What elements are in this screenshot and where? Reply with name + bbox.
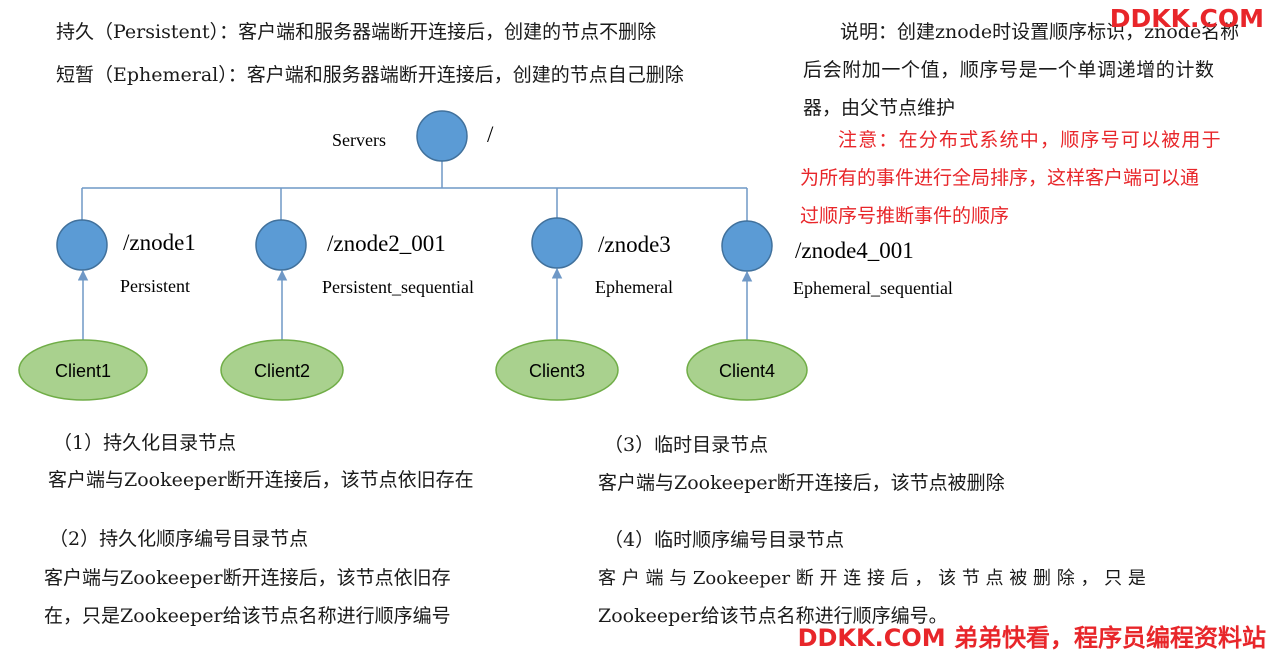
znode-3-type: Ephemeral (595, 277, 673, 297)
client-4-label: Client4 (719, 361, 775, 381)
client-4-ellipse (686, 339, 808, 401)
znode-1: /znode1 Persistent (56, 219, 196, 296)
znode-3-circle (531, 217, 583, 269)
persistent-definition: 持久（Persistent）：客户端和服务器端断开连接后，创建的节点不删除 (56, 21, 657, 43)
client-2-ellipse (220, 339, 344, 401)
section-3-heading: （3）临时目录节点 (604, 434, 769, 456)
znode-2-type: Persistent_sequential (322, 277, 474, 297)
warning-line-3: 过顺序号推断事件的顺序 (800, 205, 1010, 227)
client-3-label: Client3 (529, 361, 585, 381)
watermark-top: DDKK.COM (1109, 4, 1264, 33)
znode-2-path: /znode2_001 (327, 231, 446, 256)
client-2-label: Client2 (254, 361, 310, 381)
client-2: Client2 (220, 339, 344, 401)
warning-line-2: 为所有的事件进行全局排序，这样客户端可以通 (800, 167, 1200, 189)
section-2-line-1: 客户端与Zookeeper断开连接后，该节点依旧存 (44, 567, 451, 589)
client-4: Client4 (686, 339, 808, 401)
znode-3: /znode3 Ephemeral (531, 217, 673, 297)
section-2-heading: （2）持久化顺序编号目录节点 (49, 528, 309, 550)
tree-connectors (81, 161, 748, 221)
section-4-line-2: Zookeeper给该节点名称进行顺序编号。 (598, 605, 948, 627)
znode-4: /znode4_001 Ephemeral_sequential (721, 220, 953, 298)
znode-1-type: Persistent (120, 276, 190, 296)
znode-3-path: /znode3 (598, 232, 671, 257)
root-path: / (487, 122, 494, 147)
section-4-heading: （4）临时顺序编号目录节点 (604, 529, 845, 551)
znode-1-path: /znode1 (123, 230, 196, 255)
client-1: Client1 (18, 339, 148, 401)
warning-line-1: 注意：在分布式系统中，顺序号可以被用于 (838, 129, 1222, 151)
root-node (416, 110, 468, 162)
section-1-heading: （1）持久化目录节点 (53, 432, 237, 454)
znode-4-type: Ephemeral_sequential (793, 278, 953, 298)
section-4-line-1: 客 户 端 与 Zookeeper 断 开 连 接 后 ， 该 节 点 被 删 … (598, 568, 1146, 589)
section-1-line-1: 客户端与Zookeeper断开连接后，该节点依旧存在 (48, 469, 474, 491)
client-1-label: Client1 (55, 361, 111, 381)
client-3: Client3 (495, 339, 619, 401)
znode-1-circle (56, 219, 108, 271)
ephemeral-definition: 短暂（Ephemeral）：客户端和服务器端断开连接后，创建的节点自己删除 (56, 64, 684, 86)
root-label: Servers (332, 130, 386, 150)
client-arrows (77, 267, 753, 340)
znode-2-circle (255, 219, 307, 271)
note-line-2: 后会附加一个值，顺序号是一个单调递增的计数 (803, 59, 1215, 81)
watermark-bottom: DDKK.COM 弟弟快看，程序员编程资料站 (797, 624, 1266, 652)
section-3-line-1: 客户端与Zookeeper断开连接后，该节点被删除 (598, 472, 1005, 494)
client-3-ellipse (495, 339, 619, 401)
client-1-ellipse (18, 339, 148, 401)
note-line-3: 器，由父节点维护 (803, 97, 956, 119)
znode-4-path: /znode4_001 (795, 238, 914, 263)
znode-2: /znode2_001 Persistent_sequential (255, 219, 474, 297)
note-line-1: 说明：创建znode时设置顺序标识，znode名称 (840, 21, 1240, 43)
section-2-line-2: 在，只是Zookeeper给该节点名称进行顺序编号 (44, 605, 451, 627)
znode-4-circle (721, 220, 773, 272)
